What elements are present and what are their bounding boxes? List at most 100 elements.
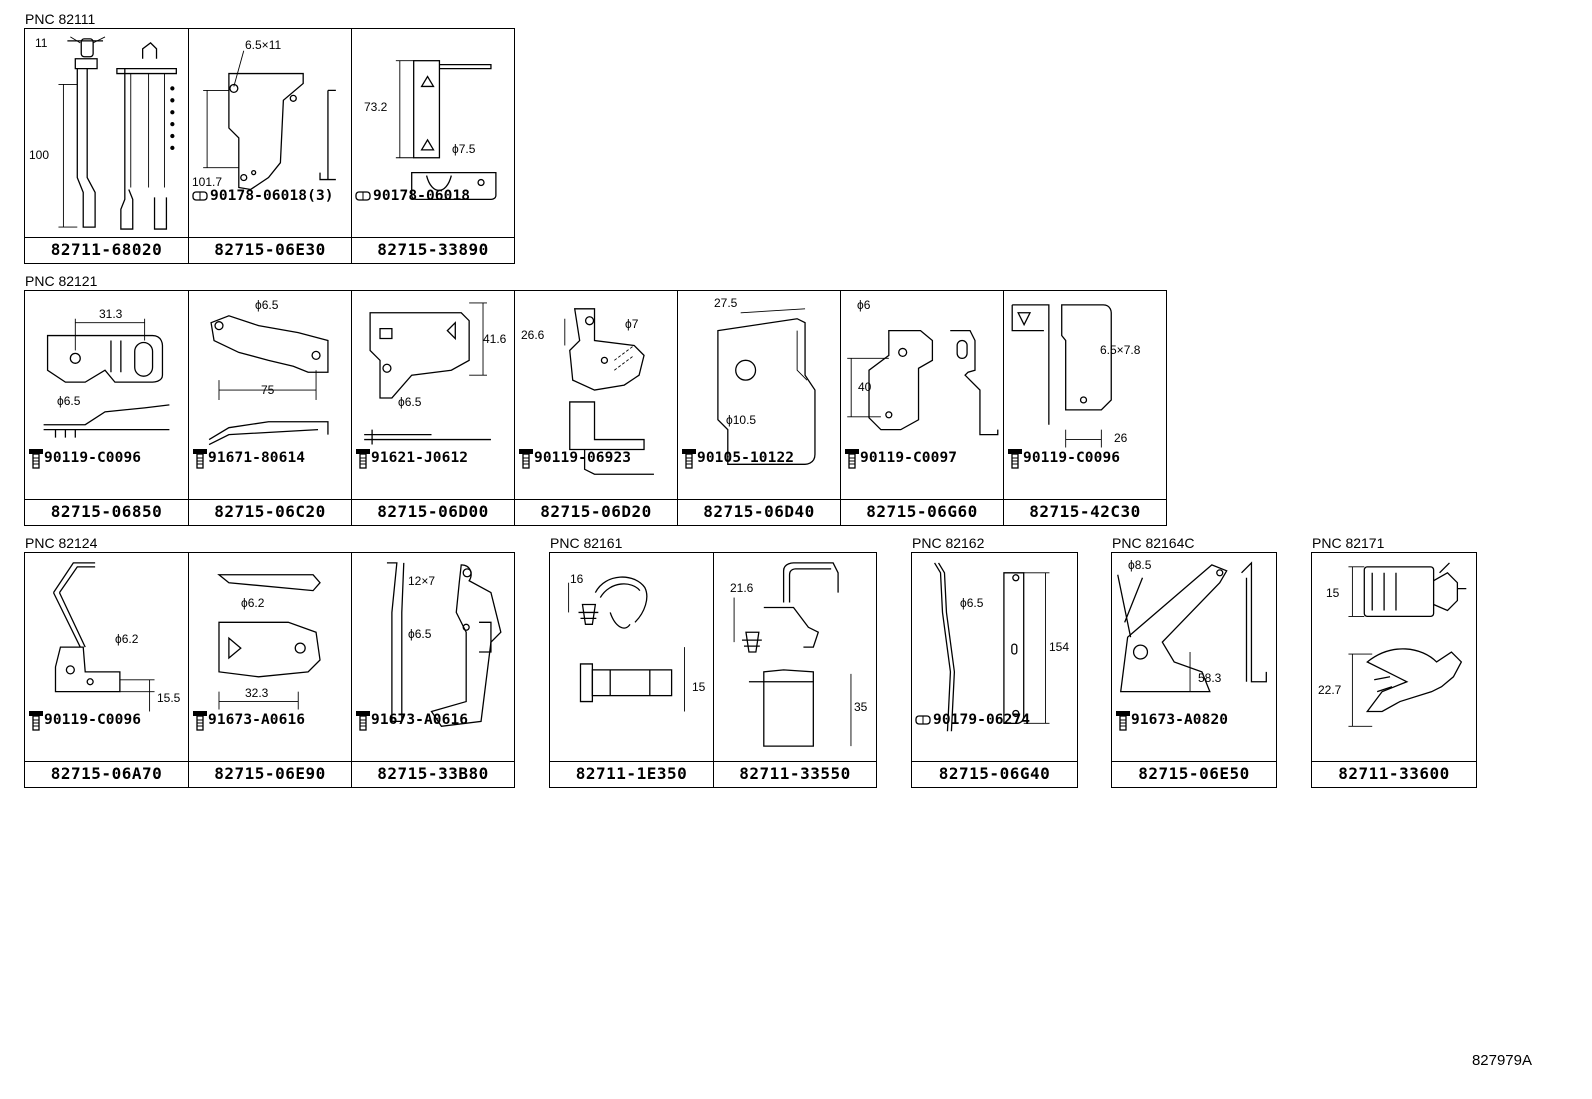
part-illustration: ϕ6.5 75 91671-80614: [189, 291, 351, 498]
bolt-icon: [519, 449, 533, 469]
pnc-label: PNC 82111: [25, 11, 96, 27]
dimension-label: 6.5×11: [245, 38, 282, 52]
fastener[interactable]: 90178-06018: [355, 186, 470, 206]
fastener[interactable]: 91621-J0612: [355, 448, 469, 469]
part-illustration: 26.6 ϕ7 90119-06923: [515, 291, 677, 498]
fastener-part-number: 91673-A0820: [1131, 712, 1229, 728]
fastener[interactable]: 90119-C0096: [28, 710, 142, 731]
dimension-label: 15: [1326, 586, 1340, 600]
fastener[interactable]: 90119-06923: [518, 448, 632, 469]
part-cell[interactable]: ϕ6 40 90119-C0097 82715-06G60: [840, 291, 1003, 525]
dimension-label: 75: [261, 383, 275, 397]
fastener-part-number: 90119-06923: [534, 450, 632, 466]
part-number: 82715-06C20: [189, 499, 351, 525]
dimension-label: 32.3: [245, 686, 269, 700]
fastener-part-number: 90178-06018(3): [210, 188, 334, 204]
dimension-label: 15: [692, 680, 706, 694]
part-number: 82715-06E50: [1112, 761, 1276, 787]
part-illustration: 73.2 ϕ7.5 90178-06018: [352, 29, 514, 236]
fastener[interactable]: 90119-C0097: [844, 448, 958, 469]
dimension-label: 35: [854, 700, 868, 714]
part-cell[interactable]: 26.6 ϕ7 90119-06923 82715-06D20: [514, 291, 677, 525]
fastener[interactable]: 90179-06274: [915, 710, 1030, 730]
fastener-part-number: 91621-J0612: [371, 450, 469, 466]
part-number: 82715-42C30: [1004, 499, 1166, 525]
dimension-label: 16: [570, 572, 584, 586]
dimension-label: ϕ7: [625, 317, 639, 331]
part-cell[interactable]: 6.5×7.8 26 90119-C0096 82715-42C30: [1003, 291, 1166, 525]
fastener-part-number: 90119-C0096: [44, 712, 142, 728]
dimension-label: 58.3: [1198, 671, 1222, 685]
part-number: 82715-06D20: [515, 499, 677, 525]
nut-icon: [355, 191, 371, 201]
dimension-label: 12×7: [408, 574, 436, 588]
part-cell[interactable]: 27.5 ϕ10.5 90105-10122 82715-06D40: [677, 291, 840, 525]
part-cell[interactable]: ϕ8.5 58.3 91673-A0820 82715-06E50: [1112, 553, 1276, 787]
fastener[interactable]: 91671-80614: [192, 448, 305, 469]
parts-group: ϕ6.5 154 90179-06274 82715-06G40: [911, 552, 1078, 788]
nut-icon: [915, 715, 931, 725]
fastener-part-number: 90178-06018: [373, 188, 471, 204]
bolt-icon: [356, 449, 370, 469]
part-illustration: 21.6 35: [714, 553, 876, 760]
dimension-label: ϕ6.2: [241, 596, 265, 610]
part-illustration: 6.5×11 101.7 90178-06018(3): [189, 29, 351, 236]
fastener-part-number: 90119-C0096: [44, 450, 142, 466]
dimension-label: ϕ6.5: [255, 298, 279, 312]
bolt-icon: [29, 711, 43, 731]
fastener[interactable]: 91673-A0616: [355, 710, 469, 731]
dimension-label: 154: [1049, 640, 1070, 654]
part-cell[interactable]: 41.6 ϕ6.5 91621-J0612 82715-06D00: [351, 291, 514, 525]
part-cell[interactable]: ϕ6.2 15.5 90119-C0096 82715-06A70: [25, 553, 188, 787]
pnc-label: PNC 82124: [25, 535, 98, 551]
part-number: 82711-33600: [1312, 761, 1476, 787]
part-cell[interactable]: 16 15 82711-1E350: [550, 553, 713, 787]
bolt-icon: [356, 711, 370, 731]
parts-group: ϕ8.5 58.3 91673-A0820 82715-06E50: [1111, 552, 1277, 788]
part-number: 82711-33550: [714, 761, 876, 787]
dimension-label: 6.5×7.8: [1100, 343, 1141, 357]
part-illustration: ϕ8.5 58.3 91673-A0820: [1112, 553, 1276, 760]
dimension-label: 15.5: [157, 691, 181, 705]
part-cell[interactable]: 12×7 ϕ6.5 91673-A0616 82715-33B80: [351, 553, 514, 787]
pnc-label: PNC 82161: [550, 535, 623, 551]
fastener[interactable]: 91673-A0820: [1115, 710, 1229, 731]
dimension-label: 26.6: [521, 328, 545, 342]
fastener-part-number: 91673-A0616: [371, 712, 469, 728]
dimension-label: 22.7: [1318, 683, 1342, 697]
part-illustration: 16 15: [550, 553, 713, 760]
part-number: 82715-06D00: [352, 499, 514, 525]
fastener-part-number: 90119-C0097: [860, 450, 958, 466]
dimension-label: 41.6: [483, 332, 507, 346]
part-number: 82715-06A70: [25, 761, 188, 787]
part-cell[interactable]: 31.3 ϕ6.5 90119-C0096 82715-06850: [25, 291, 188, 525]
part-cell[interactable]: 15 22.7 82711-33600: [1312, 553, 1476, 787]
bolt-icon: [193, 711, 207, 731]
fastener[interactable]: 90105-10122: [681, 448, 794, 469]
dimension-label: 101.7: [192, 175, 223, 189]
part-illustration: 31.3 ϕ6.5 90119-C0096: [25, 291, 188, 498]
dimension-label: 100: [29, 148, 50, 162]
dimension-label: ϕ6.2: [115, 632, 139, 646]
dimension-label: ϕ6.5: [398, 395, 422, 409]
part-cell[interactable]: ϕ6.5 75 91671-80614 82715-06C20: [188, 291, 351, 525]
bolt-icon: [682, 449, 696, 469]
part-cell[interactable]: 6.5×11 101.7 90178-06018(3) 82715-06E30: [188, 29, 351, 263]
fastener[interactable]: 90178-06018(3): [192, 186, 334, 206]
part-cell[interactable]: ϕ6.2 32.3 91673-A0616 82715-06E90: [188, 553, 351, 787]
part-cell[interactable]: 11 100 82711-68020: [25, 29, 188, 263]
part-illustration: ϕ6.2 32.3 91673-A0616: [189, 553, 351, 760]
fastener[interactable]: 91673-A0616: [192, 710, 305, 731]
part-illustration: ϕ6 40 90119-C0097: [841, 291, 1003, 498]
part-cell[interactable]: 73.2 ϕ7.5 90178-06018 82715-33890: [351, 29, 514, 263]
part-cell[interactable]: ϕ6.5 154 90179-06274 82715-06G40: [912, 553, 1077, 787]
fastener[interactable]: 90119-C0096: [28, 448, 142, 469]
pnc-label: PNC 82164C: [1112, 535, 1195, 551]
part-number: 82715-33890: [352, 237, 514, 263]
part-cell[interactable]: 21.6 35 82711-33550: [713, 553, 876, 787]
parts-group: 15 22.7 82711-33600: [1311, 552, 1477, 788]
part-number: 82715-06E90: [189, 761, 351, 787]
part-number: 82715-06D40: [678, 499, 840, 525]
fastener[interactable]: 90119-C0096: [1007, 448, 1120, 469]
parts-group: 16 15 82711-1E350 21.6 35 82711-33550: [549, 552, 877, 788]
